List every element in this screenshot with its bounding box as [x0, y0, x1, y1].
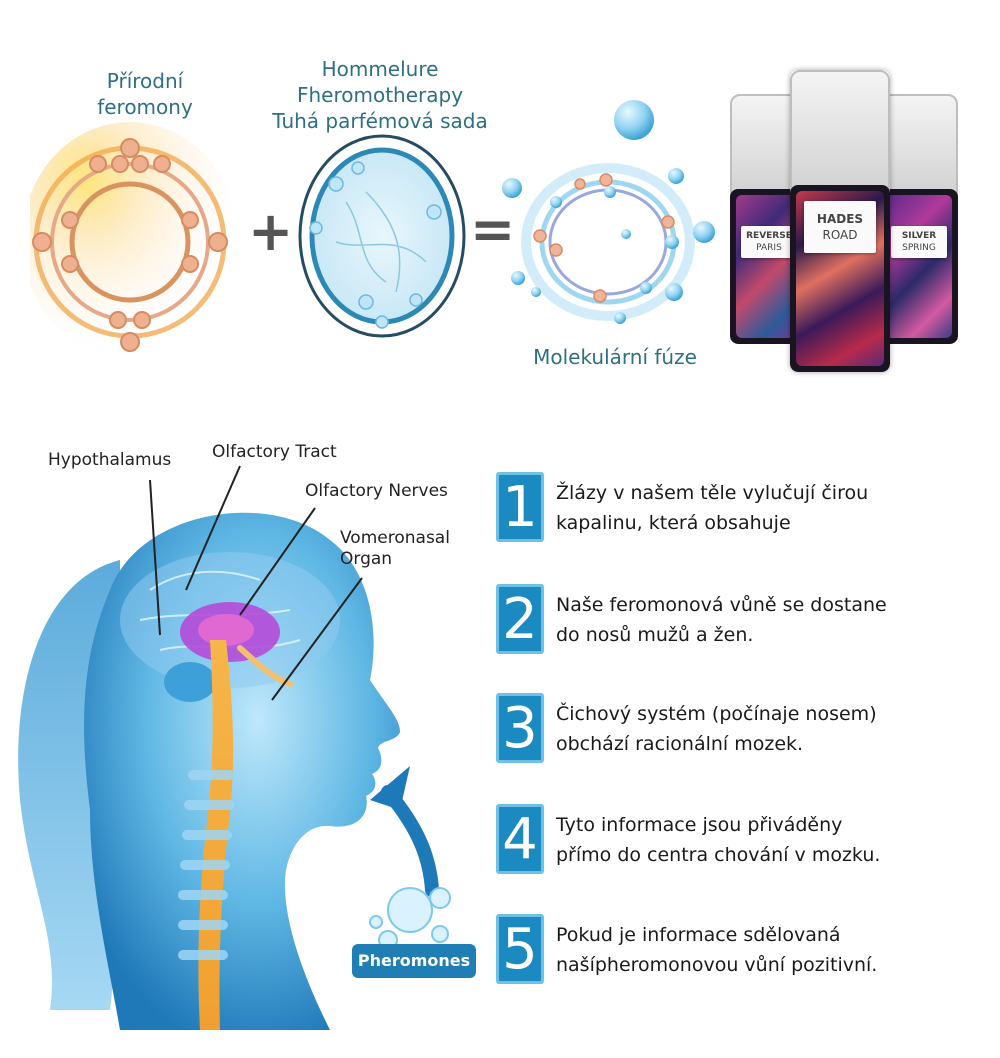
step-number-badge: 5	[496, 914, 544, 984]
head-illustration	[18, 512, 451, 1030]
fused-molecule	[502, 100, 715, 324]
hypothalamus-label: Hypothalamus	[48, 450, 172, 470]
step-number-badge: 3	[496, 693, 544, 763]
natural-pheromone-molecule	[30, 122, 238, 358]
molecular-fusion-label: Molekulární fúze	[533, 345, 697, 369]
step-text: Tyto informace jsou přiváděny přímo do c…	[556, 814, 881, 866]
product-molecule	[298, 134, 466, 338]
product-label: Hommelure Fheromotherapy Tuhá parfémová …	[272, 57, 488, 133]
vomeronasal-organ-label: Vomeronasal Organ	[340, 528, 450, 569]
step-number-badge: 4	[496, 804, 544, 874]
step-number-badge: 1	[496, 472, 544, 542]
equals-sign: =	[470, 198, 516, 261]
tin-hades-road: HADES ROAD	[790, 70, 890, 372]
pheromones-badge: Pheromones	[352, 944, 476, 978]
olfactory-nerves-label: Olfactory Nerves	[305, 481, 448, 501]
step-number-badge: 2	[496, 584, 544, 654]
natural-pheromones-label: Přírodní feromony	[97, 69, 193, 119]
step-text: Žlázy v našem těle vylučují čirou kapali…	[556, 482, 869, 534]
step-text: Čichový systém (počínaje nosem) obchází …	[556, 703, 877, 755]
tin-silver-spring: SILVER SPRING	[880, 94, 958, 344]
olfactory-tract-label: Olfactory Tract	[212, 442, 337, 462]
plus-sign: +	[248, 200, 294, 263]
label-pointer-lines	[149, 465, 363, 701]
step-text: Naše feromonová vůně se dostane do nosů …	[556, 594, 887, 646]
step-text: Pokud je informace sdělovaná našípheromo…	[556, 924, 878, 976]
